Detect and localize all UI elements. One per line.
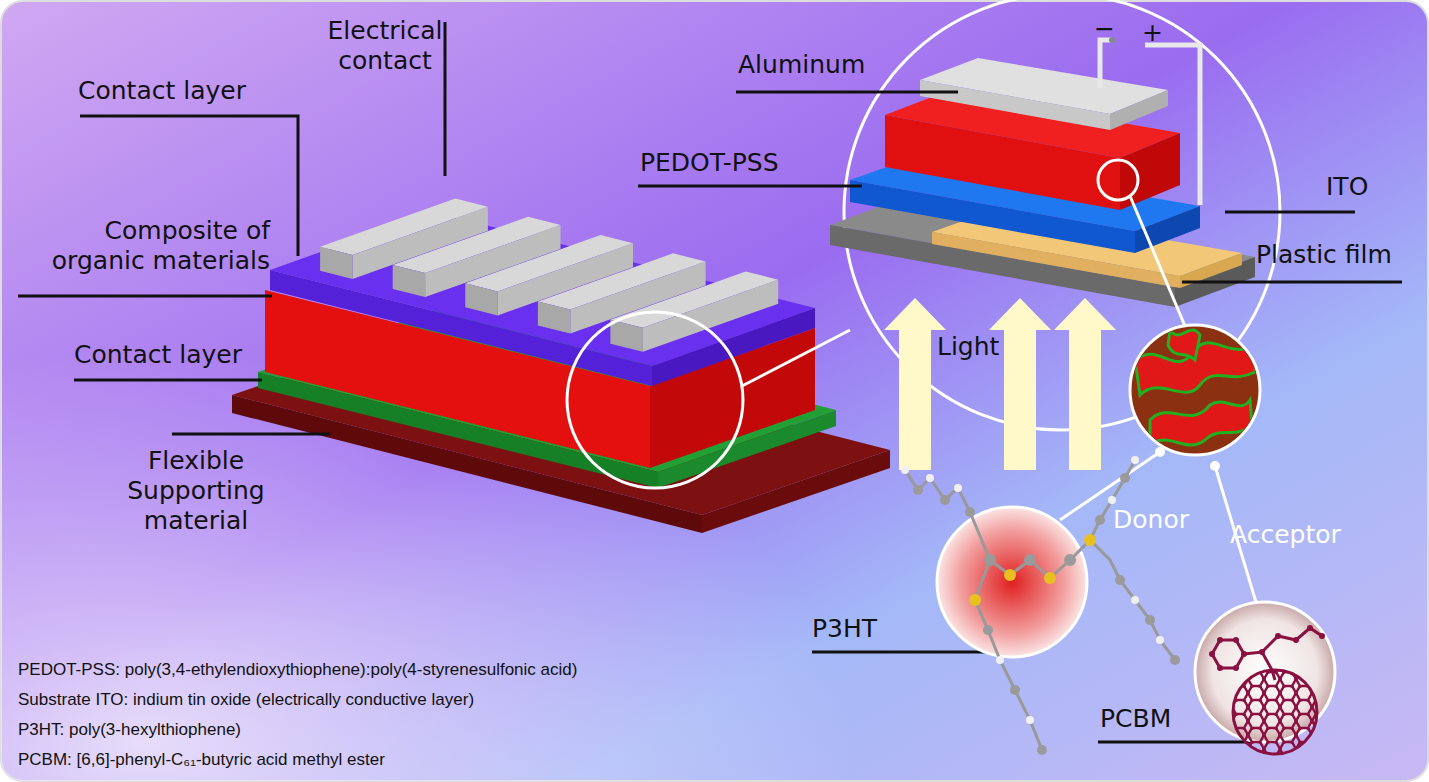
electrical-contact-bar xyxy=(320,247,353,279)
electrical-contact-bar xyxy=(465,283,498,315)
abbreviation-note: P3HT: poly(3-hexylthiophene) xyxy=(18,720,241,740)
electrical-contact-bar xyxy=(353,207,488,279)
layer-label: Composite of organic materials xyxy=(8,216,270,276)
layer-label: Flexible Supporting material xyxy=(96,446,296,536)
electrical-contact-bar xyxy=(610,320,643,352)
molecule-label: PCBM xyxy=(1100,704,1171,734)
layer-label: PEDOT-PSS xyxy=(640,148,779,178)
polarity-sign: + xyxy=(1142,18,1163,48)
abbreviation-note: Substrate ITO: indium tin oxide (electri… xyxy=(18,690,474,710)
material-role: Donor xyxy=(1113,505,1189,535)
light-label: Light xyxy=(937,332,999,362)
polarity-sign: − xyxy=(1094,14,1115,44)
layer-label: Aluminum xyxy=(738,50,865,80)
electrical-contact-bar xyxy=(538,301,570,333)
electrical-contact-bar xyxy=(393,265,426,297)
layer-label: Electrical contact xyxy=(300,16,470,76)
material-role: Acceptor xyxy=(1230,520,1341,550)
layer-label: Contact layer xyxy=(74,340,242,370)
layer-label: Contact layer xyxy=(78,76,246,106)
abbreviation-note: PCBM: [6,6]-phenyl-C₆₁-butyric acid meth… xyxy=(18,750,385,770)
abbreviation-note: PEDOT-PSS: poly(3,4-ethylendioxythiophen… xyxy=(18,660,577,680)
molecule-label: P3HT xyxy=(812,614,877,644)
layer-label: ITO xyxy=(1326,172,1368,202)
layer-label: Plastic film xyxy=(1256,240,1392,270)
